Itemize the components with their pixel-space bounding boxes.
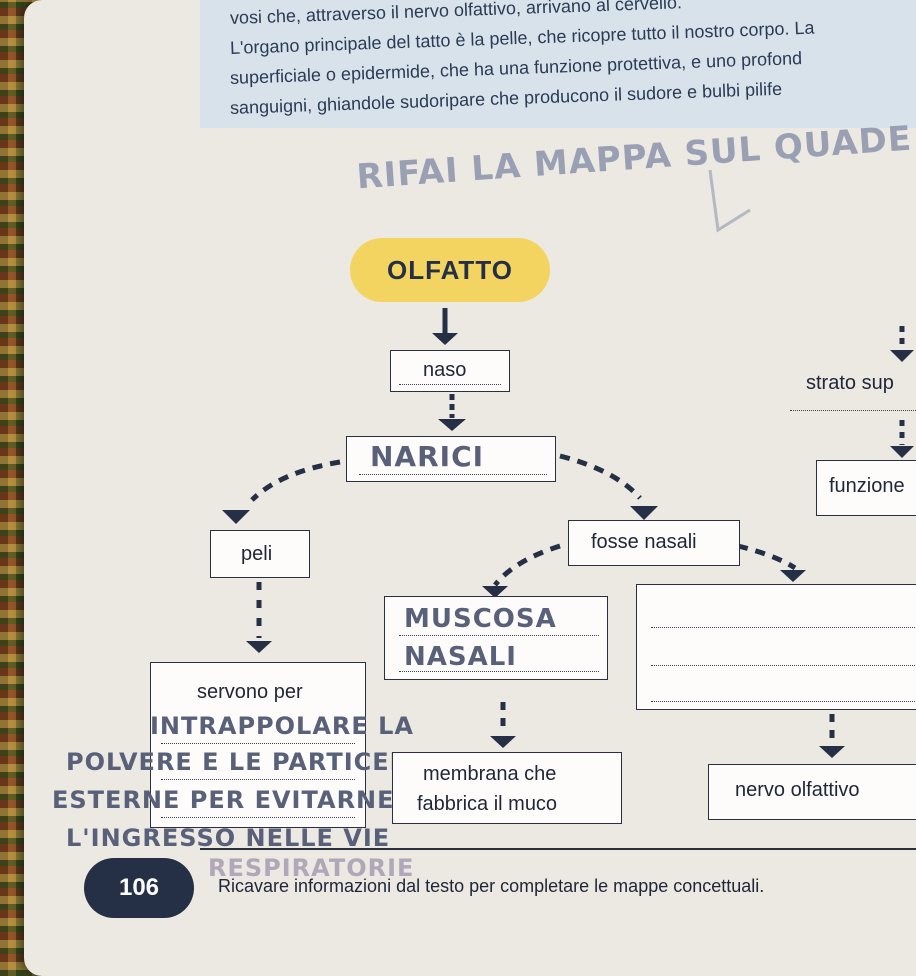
membrana-box: membrana che fabbrica il muco [392, 752, 622, 824]
mucosa-dotted-line-2 [399, 671, 599, 672]
mucosa-dotted-line-1 [399, 635, 599, 636]
fosse-nasali-box: fosse nasali [568, 520, 740, 566]
peli-answer-line-2: POLVERE E LE PARTICELLE [66, 748, 440, 776]
naso-box: naso [390, 350, 510, 392]
servono-dotted-line-3 [161, 817, 355, 818]
peli-answer-line-4: L'INGRESSO NELLE VIE [66, 824, 391, 852]
peli-answer-line-1: INTRAPPOLARE LA [150, 712, 414, 740]
mucosa-handwriting: MUSCOSA [404, 604, 557, 634]
right-dotted-line-1 [651, 627, 915, 628]
fosse-nasali-label: fosse nasali [591, 531, 697, 553]
servono-dotted-line-2 [161, 779, 355, 780]
servono-per-box: servono per [150, 662, 366, 828]
membrana-label-2: fabbrica il muco [417, 793, 558, 815]
right-dotted-line-3 [651, 701, 915, 702]
nasali-handwriting: NASALI [404, 642, 517, 672]
naso-label: naso [423, 359, 467, 381]
exercise-caption: Ricavare informazioni dal testo per comp… [218, 876, 765, 896]
narici-handwriting: NARICI [370, 440, 485, 473]
peli-answer-line-5: RESPIRATORIE [208, 854, 415, 882]
strato-label: strato sup [806, 372, 894, 394]
funzione-label: funzione [829, 475, 905, 497]
right-dotted-line-2 [651, 665, 915, 666]
olfatto-root: OLFATTO [350, 238, 550, 302]
nervo-olfattivo-label: nervo olfattivo [735, 779, 860, 801]
mucosa-box [384, 596, 608, 680]
page-number-badge: 106 [84, 858, 194, 918]
narici-dotted-line [359, 474, 547, 475]
servono-dotted-line-1 [161, 743, 355, 744]
right-blank-box [636, 584, 916, 710]
peli-label: peli [241, 543, 273, 565]
membrana-label-1: membrana che [423, 763, 557, 785]
funzione-box: funzione [816, 460, 916, 516]
naso-dotted-line [399, 384, 501, 385]
servono-per-label: servono per [197, 681, 303, 703]
nervo-olfattivo-box: nervo olfattivo [708, 764, 916, 820]
narici-box [346, 436, 556, 482]
text-block [200, 0, 916, 128]
peli-answer-line-3: ESTERNE PER EVITARNE [52, 786, 395, 814]
strato-dotted-line [790, 410, 916, 411]
peli-box: peli [210, 530, 310, 578]
footer-divider [200, 848, 916, 850]
